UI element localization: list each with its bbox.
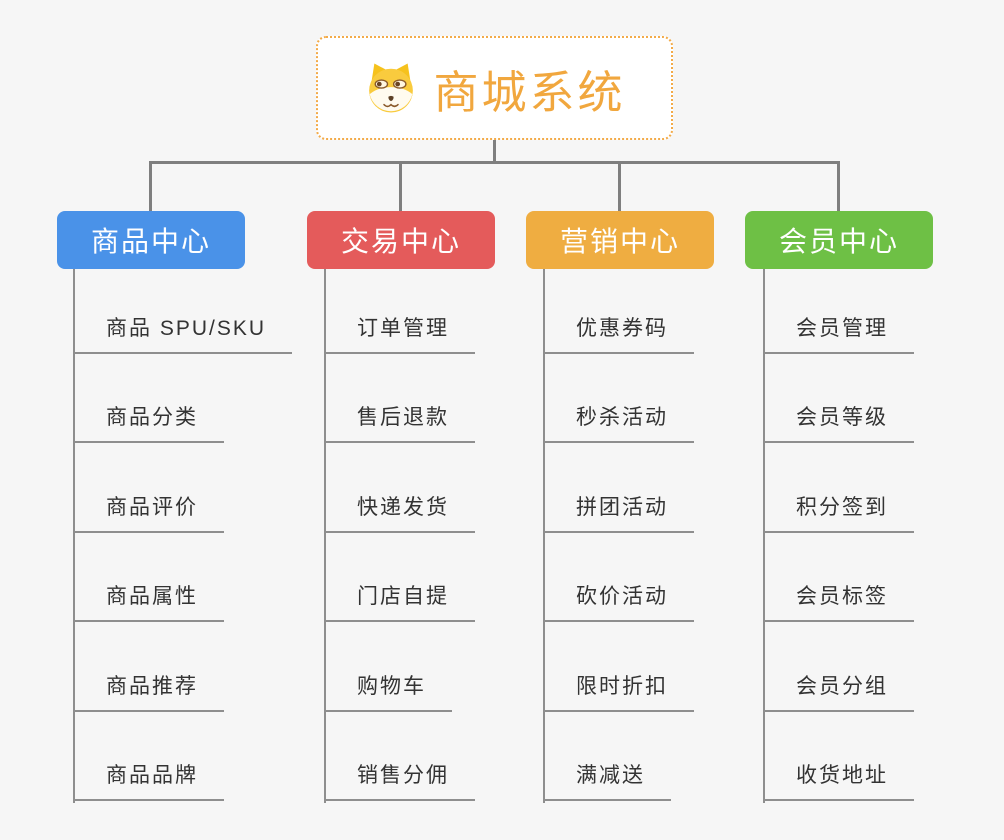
leaf-node-sales-commission[interactable]: 销售分佣	[324, 761, 475, 801]
branch-node-trade-center[interactable]: 交易中心	[307, 211, 495, 269]
leaf-node-member-groups[interactable]: 会员分组	[763, 672, 914, 712]
leaf-node-shopping-cart[interactable]: 购物车	[324, 672, 452, 712]
leaf-column-marketing-center: 优惠券码 秒杀活动 拼团活动 砍价活动 限时折扣 满减送	[543, 269, 783, 809]
leaf-node-product-brand[interactable]: 商品品牌	[73, 761, 224, 801]
connector-trunk	[763, 269, 765, 803]
connector-trunk	[324, 269, 326, 803]
leaf-node-product-attribute[interactable]: 商品属性	[73, 582, 224, 622]
connector-drop-marketing	[618, 161, 621, 211]
leaf-node-shipping-address[interactable]: 收货地址	[763, 761, 914, 801]
leaf-node-order-management[interactable]: 订单管理	[324, 314, 475, 354]
connector-trunk	[543, 269, 545, 803]
leaf-column-product-center: 商品 SPU/SKU 商品分类 商品评价 商品属性 商品推荐 商品品牌	[73, 269, 313, 809]
connector-trunk	[73, 269, 75, 803]
leaf-node-member-management[interactable]: 会员管理	[763, 314, 914, 354]
branch-node-product-center[interactable]: 商品中心	[57, 211, 245, 269]
leaf-node-member-tags[interactable]: 会员标签	[763, 582, 914, 622]
branch-node-marketing-center[interactable]: 营销中心	[526, 211, 714, 269]
leaf-node-coupon-code[interactable]: 优惠券码	[543, 314, 694, 354]
root-title: 商城系统	[433, 66, 626, 118]
connector-drop-members	[837, 161, 840, 211]
root-node-mall-system[interactable]: 商城系统	[316, 36, 673, 140]
leaf-node-express-shipping[interactable]: 快递发货	[324, 493, 475, 533]
leaf-node-flash-sale[interactable]: 秒杀活动	[543, 403, 694, 443]
connector-root-stem	[493, 140, 496, 164]
leaf-node-product-recommend[interactable]: 商品推荐	[73, 672, 224, 712]
leaf-column-member-center: 会员管理 会员等级 积分签到 会员标签 会员分组 收货地址	[763, 269, 1003, 809]
leaf-node-bargain-activity[interactable]: 砍价活动	[543, 582, 694, 622]
leaf-node-points-checkin[interactable]: 积分签到	[763, 493, 914, 533]
leaf-node-limited-time-discount[interactable]: 限时折扣	[543, 672, 694, 712]
branch-node-member-center[interactable]: 会员中心	[745, 211, 933, 269]
doge-face-icon	[363, 60, 419, 116]
leaf-column-trade-center: 订单管理 售后退款 快递发货 门店自提 购物车 销售分佣	[324, 269, 564, 809]
connector-drop-trade	[399, 161, 402, 211]
leaf-node-member-level[interactable]: 会员等级	[763, 403, 914, 443]
connector-horizontal-rail	[149, 161, 840, 164]
connector-drop-products	[149, 161, 152, 211]
leaf-node-after-sale-refund[interactable]: 售后退款	[324, 403, 475, 443]
leaf-node-product-spu-sku[interactable]: 商品 SPU/SKU	[73, 314, 293, 354]
leaf-node-group-buying[interactable]: 拼团活动	[543, 493, 694, 533]
leaf-node-spend-and-save[interactable]: 满减送	[543, 761, 671, 801]
leaf-node-store-pickup[interactable]: 门店自提	[324, 582, 475, 622]
leaf-node-product-review[interactable]: 商品评价	[73, 493, 224, 533]
leaf-node-product-category[interactable]: 商品分类	[73, 403, 224, 443]
